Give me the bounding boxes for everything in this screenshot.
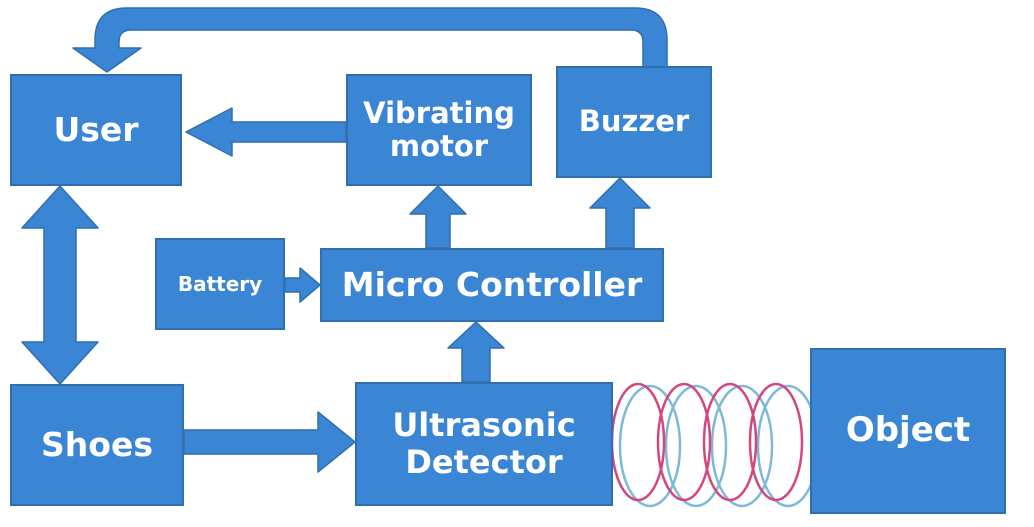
arrow-micro-to-vibrating-motor [409, 185, 467, 249]
ultrasonic-detector-block: Ultrasonic Detector [355, 382, 613, 506]
arrow-ultrasonic-to-micro [447, 321, 505, 383]
micro-controller-block: Micro Controller [320, 248, 664, 322]
ultrasonic-detector-label: Ultrasonic Detector [392, 406, 576, 481]
wave-pink-2 [656, 382, 712, 502]
arrow-micro-to-buzzer [589, 177, 651, 249]
user-label: User [53, 110, 139, 150]
ultrasonic-waves [610, 382, 820, 508]
arrow-user-shoes [21, 185, 99, 385]
wave-blue-4 [756, 384, 820, 508]
arrow-buzzer-to-user [72, 7, 668, 73]
arrow-vibrating-motor-to-user [185, 107, 347, 157]
arrow-shoes-to-ultrasonic [183, 411, 356, 473]
vibrating-motor-label: Vibrating motor [363, 95, 515, 163]
wave-blue-2 [664, 384, 728, 508]
vibrating-motor-block: Vibrating motor [346, 74, 532, 186]
object-label: Object [845, 410, 971, 451]
buzzer-label: Buzzer [578, 104, 690, 139]
wave-blue-1 [618, 384, 682, 508]
wave-blue-3 [710, 384, 774, 508]
wave-pink-4 [748, 382, 804, 502]
battery-block: Battery [155, 238, 285, 330]
wave-pink-3 [702, 382, 758, 502]
buzzer-block: Buzzer [556, 66, 712, 178]
arrow-battery-to-micro [284, 267, 321, 303]
battery-label: Battery [177, 271, 263, 296]
micro-controller-label: Micro Controller [341, 265, 643, 305]
object-block: Object [810, 348, 1006, 514]
user-block: User [10, 74, 182, 186]
shoes-label: Shoes [41, 425, 153, 465]
shoes-block: Shoes [10, 384, 184, 506]
